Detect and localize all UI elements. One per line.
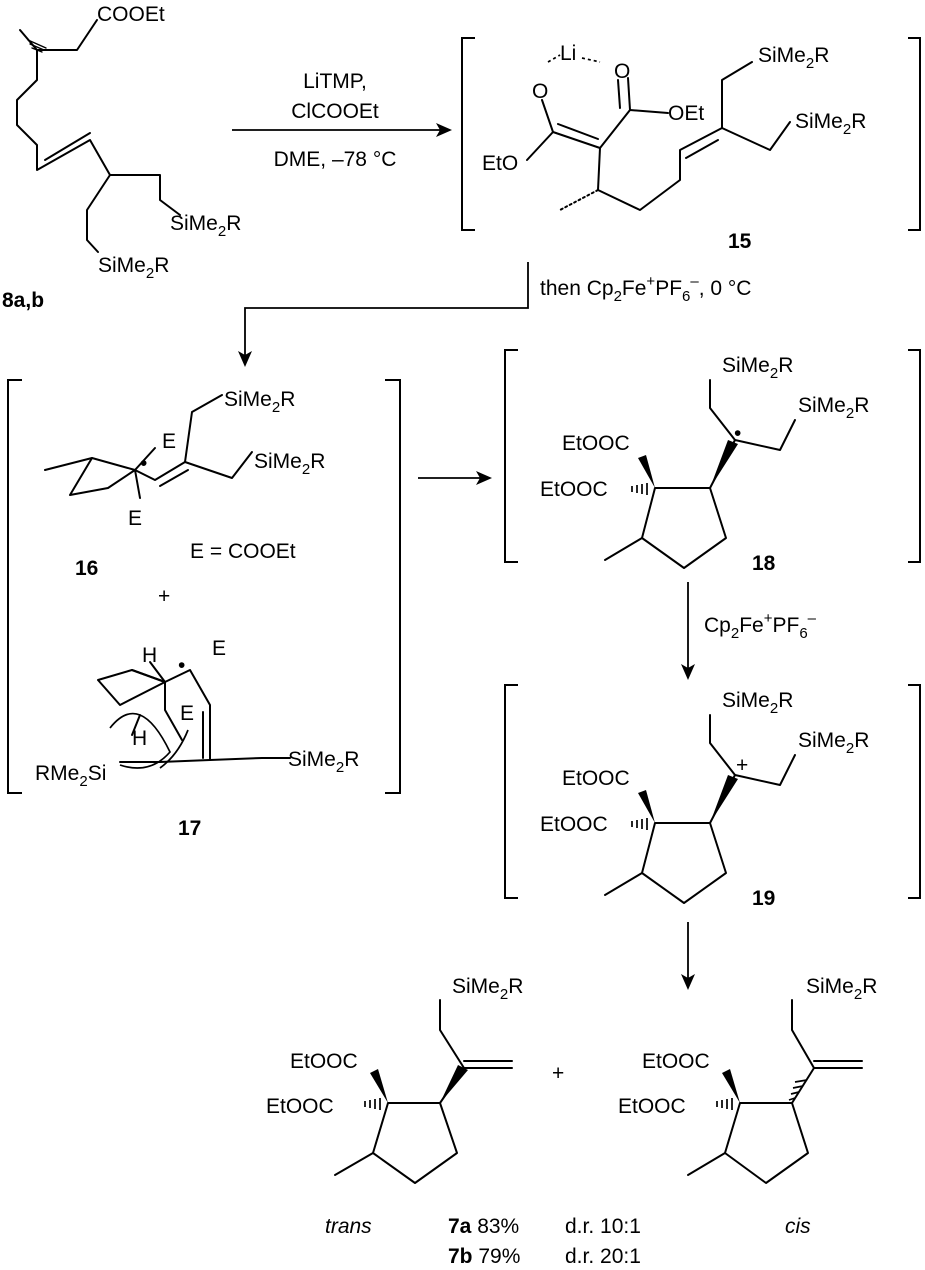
oxygen-left: O bbox=[532, 80, 548, 103]
li-atom: Li bbox=[560, 42, 576, 65]
compound-8: COOEt SiMe2R SiMe2R 8a,b bbox=[2, 3, 241, 312]
conditions-ferrocenium-1: then Cp2Fe+PF6–, 0 °C bbox=[540, 273, 751, 305]
reaction-arrow-1 bbox=[232, 123, 452, 137]
etooc-label-trans-a: EtOOC bbox=[290, 1050, 358, 1073]
cation-plus-19: + bbox=[736, 754, 748, 777]
silyl-label-15a: SiMe2R bbox=[758, 44, 829, 72]
label-cis: cis bbox=[785, 1215, 811, 1238]
reaction-arrow-4 bbox=[681, 582, 695, 680]
h-label-17b: H bbox=[132, 727, 147, 750]
bracket-18 bbox=[504, 349, 921, 563]
product-cis: EtOOC EtOOC SiMe2R bbox=[618, 975, 877, 1184]
label-trans: trans bbox=[325, 1215, 372, 1238]
radical-dot-17: • bbox=[178, 654, 185, 677]
plus-16-17: + bbox=[158, 585, 170, 608]
compound-15: Li O O OEt EtO SiMe2R SiMe2R 15 bbox=[482, 42, 866, 253]
ester-label-8: COOEt bbox=[97, 3, 165, 26]
compound-label-17: 17 bbox=[178, 817, 201, 840]
silyl-label-cis: SiMe2R bbox=[806, 975, 877, 1003]
plus-products: + bbox=[552, 1062, 564, 1085]
e-label-17b: E bbox=[180, 702, 194, 725]
reaction-arrow-2 bbox=[238, 262, 529, 367]
e-label-16b: E bbox=[128, 507, 142, 530]
bracket-16-17 bbox=[7, 379, 401, 794]
silyl-label-17a: RMe2Si bbox=[35, 762, 106, 790]
compound-label-15: 15 bbox=[728, 230, 752, 253]
silyl-label-16b: SiMe2R bbox=[254, 450, 325, 478]
conditions-ferrocenium-2: Cp2Fe+PF6– bbox=[704, 610, 817, 642]
etooc-label-cis-a: EtOOC bbox=[642, 1050, 710, 1073]
silyl-label-8a: SiMe2R bbox=[170, 212, 241, 240]
radical-dot-18: • bbox=[734, 422, 741, 445]
etooc-label-cis-b: EtOOC bbox=[618, 1095, 686, 1118]
dr-7b: d.r. 20:1 bbox=[565, 1245, 641, 1268]
silyl-label-18b: SiMe2R bbox=[798, 394, 869, 422]
etooc-label-18b: EtOOC bbox=[540, 478, 608, 501]
etooc-label-19b: EtOOC bbox=[540, 813, 608, 836]
radical-dot-16: • bbox=[140, 452, 147, 475]
compound-19: + EtOOC EtOOC SiMe2R SiMe2R 19 bbox=[540, 689, 869, 910]
oet-label: OEt bbox=[668, 102, 704, 125]
h-label-17a: H bbox=[142, 644, 157, 667]
compound-18: • EtOOC EtOOC SiMe2R SiMe2R 18 bbox=[540, 354, 869, 575]
silyl-label-trans: SiMe2R bbox=[452, 975, 523, 1003]
compound-label-18: 18 bbox=[752, 552, 776, 575]
silyl-label-19b: SiMe2R bbox=[798, 729, 869, 757]
silyl-label-17b: SiMe2R bbox=[288, 748, 359, 776]
result-7a: 7a 83% bbox=[448, 1215, 519, 1238]
compound-label-8: 8a,b bbox=[2, 289, 44, 312]
silyl-label-8b: SiMe2R bbox=[98, 254, 169, 282]
product-trans: EtOOC EtOOC SiMe2R bbox=[266, 975, 523, 1184]
reagent-clcooet: ClCOOEt bbox=[291, 100, 379, 123]
oxygen-right: O bbox=[614, 60, 630, 83]
silyl-label-18a: SiMe2R bbox=[722, 354, 793, 382]
etooc-label-18a: EtOOC bbox=[562, 432, 630, 455]
silyl-label-16a: SiMe2R bbox=[224, 388, 295, 416]
e-label-17a: E bbox=[212, 637, 226, 660]
compound-16: • E E SiMe2R SiMe2R E = COOEt 16 bbox=[44, 388, 325, 580]
definition-e: E = COOEt bbox=[190, 540, 296, 563]
compound-label-19: 19 bbox=[752, 887, 775, 910]
e-label-16a: E bbox=[162, 430, 176, 453]
reagent-litmp: LiTMP, bbox=[303, 70, 367, 93]
reaction-arrow-3 bbox=[418, 471, 492, 485]
silyl-label-15b: SiMe2R bbox=[795, 110, 866, 138]
eto-label: EtO bbox=[482, 152, 518, 175]
bracket-19 bbox=[504, 684, 921, 899]
etooc-label-19a: EtOOC bbox=[562, 767, 630, 790]
result-7b: 7b 79% bbox=[448, 1245, 520, 1268]
dr-7a: d.r. 10:1 bbox=[565, 1215, 641, 1238]
etooc-label-trans-b: EtOOC bbox=[266, 1095, 334, 1118]
compound-17: H • E E H RMe2Si SiMe2R 17 bbox=[35, 637, 359, 840]
reaction-arrow-5 bbox=[681, 922, 695, 990]
compound-label-16: 16 bbox=[75, 557, 98, 580]
silyl-label-19a: SiMe2R bbox=[722, 689, 793, 717]
bracket-15 bbox=[461, 37, 921, 231]
conditions-dme: DME, –78 °C bbox=[274, 148, 397, 171]
